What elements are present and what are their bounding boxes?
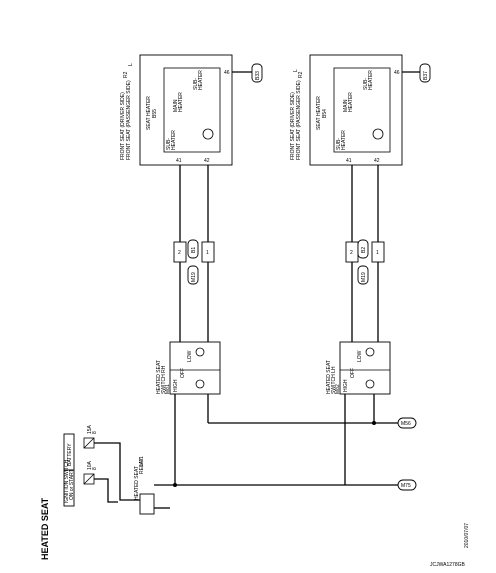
seat-lh-title2: FRONT SEAT (PASSENGER SIDE) [296,80,302,160]
svg-text:B55: B55 [152,109,158,118]
svg-text:HEATER: HEATER [341,130,347,150]
svg-text:OFF: OFF [350,368,356,378]
svg-text:L: L [293,69,299,72]
svg-text:8: 8 [92,431,98,434]
seat-rh-title1: FRONT SEAT (DRIVER SIDE) [120,92,126,160]
svg-text:B33: B33 [255,71,261,80]
svg-text:SEAT HEATER: SEAT HEATER [146,96,152,130]
diagram-title: HEATED SEAT [40,497,50,560]
relay-label: HEATED SEAT [134,466,140,500]
svg-text:MAIN: MAIN [343,99,349,112]
svg-text:SUB-: SUB- [166,138,172,150]
relay-conn: M71 [139,456,145,466]
seat-rh [139,54,233,166]
switch-rh [169,341,221,395]
svg-text:MAIN: MAIN [173,99,179,112]
switch-lh-indicator-low [365,347,375,357]
svg-text:42: 42 [204,158,210,164]
svg-text:HEATER: HEATER [348,92,354,112]
svg-text:M75: M75 [401,483,411,489]
switch-lh-label: HEATED SEAT [326,360,332,394]
svg-text:SEAT HEATER: SEAT HEATER [316,96,322,130]
svg-text:B37: B37 [423,71,429,80]
switch-lh [339,341,391,395]
svg-text:HEATER: HEATER [171,130,177,150]
svg-text:R2: R2 [298,71,304,78]
svg-text:1: 1 [206,250,209,256]
battery-label: BATTERY [67,443,73,466]
svg-text:OFF: OFF [180,368,186,378]
svg-text:HEATER: HEATER [368,70,374,90]
switch-rh-label: HEATED SEAT [156,360,162,394]
svg-text:SWITCH RH: SWITCH RH [161,365,167,394]
ignition-label: IGNITION SWITCH [64,459,70,503]
svg-text:B1: B1 [191,247,197,253]
svg-text:B54: B54 [322,109,328,118]
svg-text:B2: B2 [361,247,367,253]
switch-lh-indicator-high [365,379,375,389]
svg-text:M19: M19 [191,272,197,282]
ignition-box [63,469,75,507]
ground-b33 [251,63,263,83]
ignition-sub: ON or START [69,469,75,500]
fuse-ignition-rating: 10A [87,460,93,470]
svg-text:M56: M56 [401,421,411,427]
switch-rh-indicator-low [195,347,205,357]
diagram-date: 2010/07/07 [464,523,470,548]
svg-text:M19: M19 [361,272,367,282]
svg-text:46: 46 [224,70,230,76]
svg-text:2: 2 [178,250,181,256]
switch-rh-indicator-high [195,379,205,389]
svg-text:46: 46 [394,70,400,76]
seat-rh-thermostat [202,128,214,140]
connector-m56 [397,417,417,429]
svg-text:8: 8 [92,467,98,470]
heated-seat-relay [139,493,155,515]
svg-text:HIGH: HIGH [343,379,349,392]
svg-text:LOW: LOW [187,350,193,362]
svg-text:L: L [128,63,134,66]
seat-rh-title2: FRONT SEAT (PASSENGER SIDE) [126,80,132,160]
svg-text:2: 2 [350,250,353,256]
connector-m75 [397,479,417,491]
svg-text:SUB-: SUB- [193,78,199,90]
svg-text:41: 41 [176,158,182,164]
svg-text:M81: M81 [165,384,171,394]
svg-text:M82: M82 [335,384,341,394]
svg-text:1: 1 [376,250,379,256]
svg-text:42: 42 [374,158,380,164]
svg-text:RELAY: RELAY [139,457,145,474]
svg-text:HEATER: HEATER [178,92,184,112]
seat-lh-title1: FRONT SEAT (DRIVER SIDE) [290,92,296,160]
ground-b37 [419,63,431,83]
seat-lh-thermostat [372,128,384,140]
svg-text:SUB-: SUB- [363,78,369,90]
svg-text:LOW: LOW [357,350,363,362]
svg-text:HIGH: HIGH [173,379,179,392]
fuse-battery-rating: 15A [87,424,93,434]
svg-text:R2: R2 [123,71,129,78]
figure-id: JCJWA1278GB [430,562,465,568]
svg-text:41: 41 [346,158,352,164]
svg-text:HEATER: HEATER [198,70,204,90]
svg-text:SUB-: SUB- [336,138,342,150]
svg-text:SWITCH LH: SWITCH LH [331,366,337,394]
seat-lh [309,54,403,166]
